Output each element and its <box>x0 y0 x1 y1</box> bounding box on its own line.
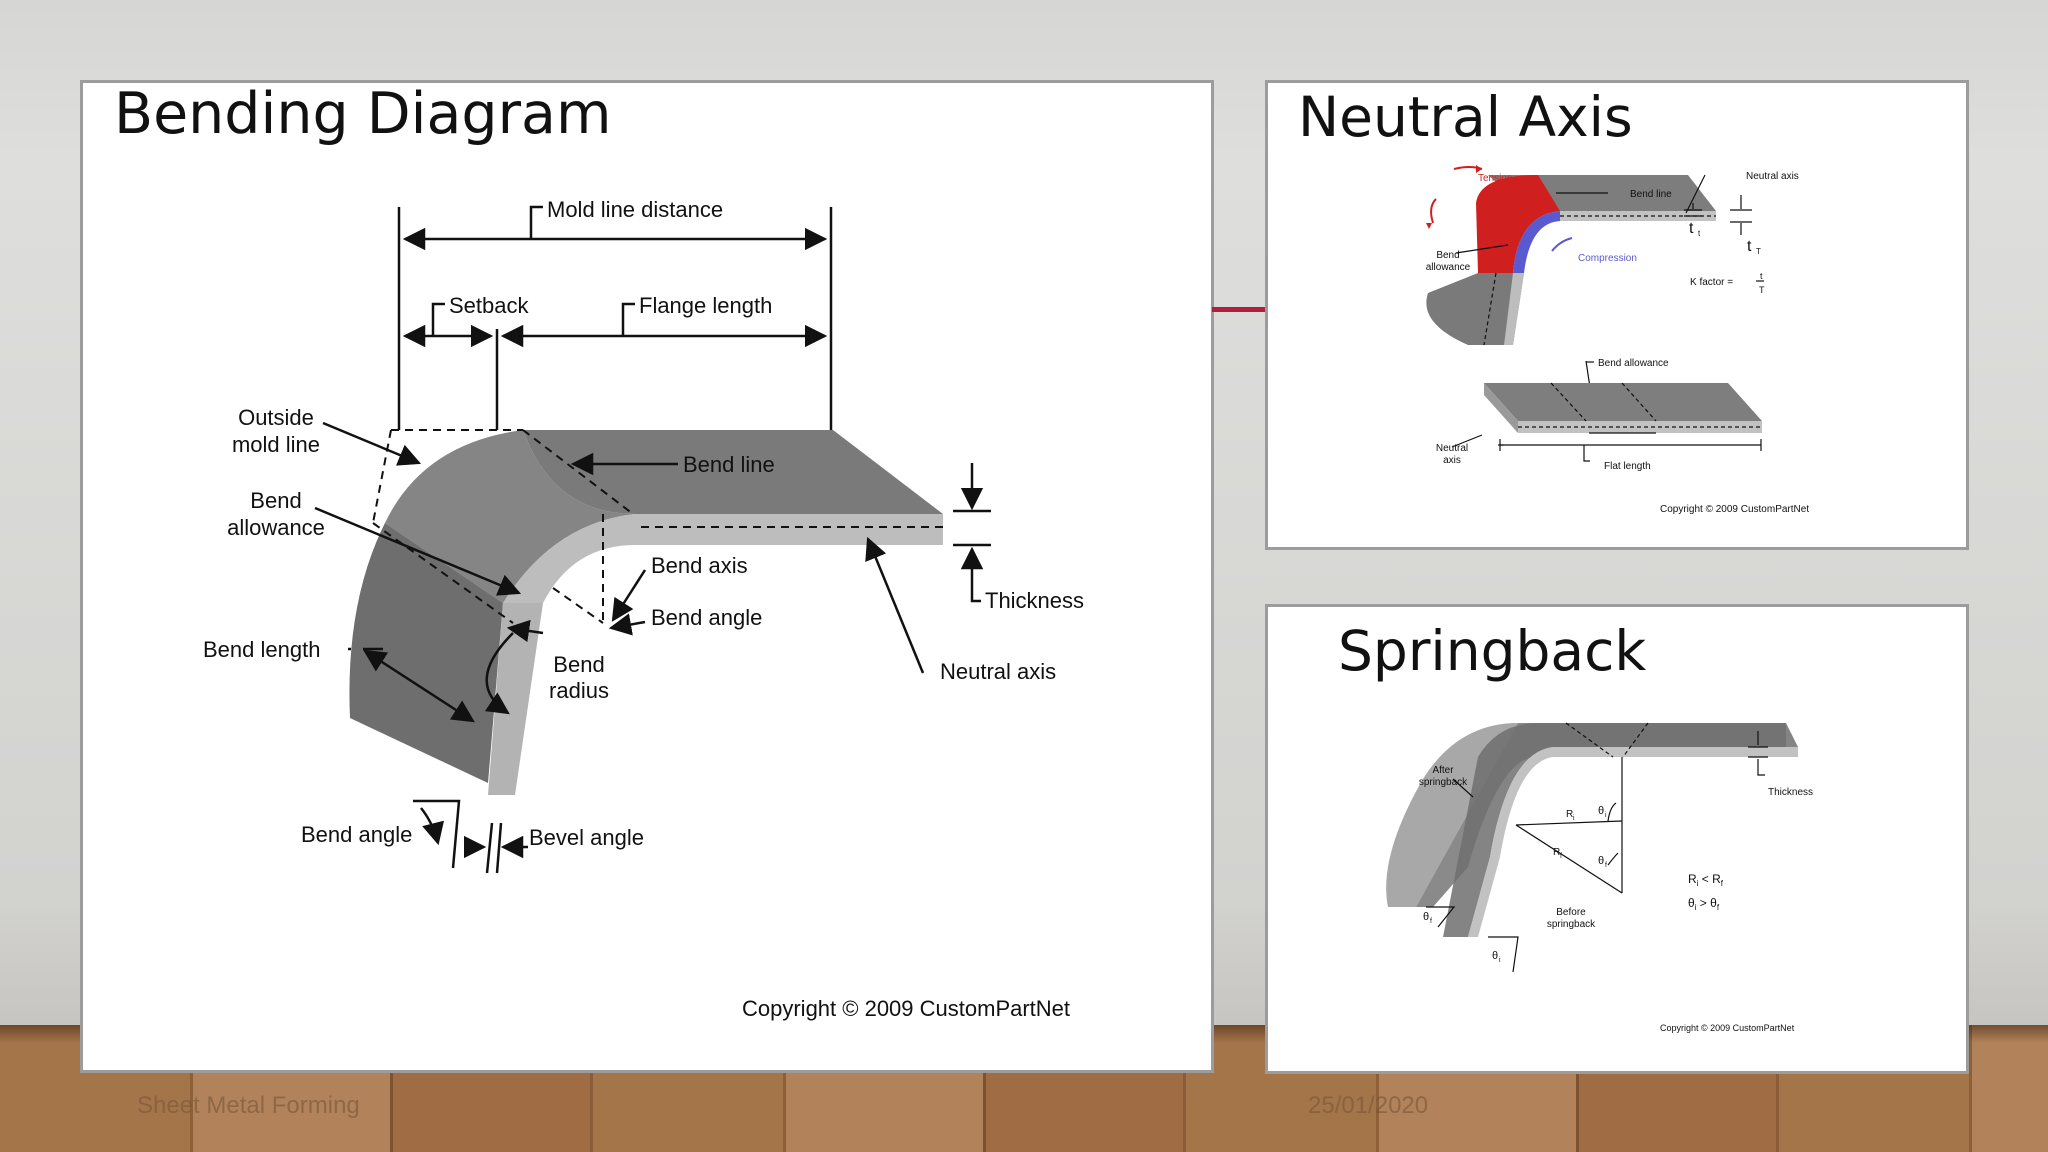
sb-label-rel1: Ri < Rf <box>1688 872 1724 888</box>
na-label-bend-line: Bend line <box>1630 189 1672 200</box>
sb-label-thickness: Thickness <box>1768 787 1813 798</box>
sb-label-theta-i-bottom: θ <box>1492 950 1498 962</box>
na-label-t-small: t <box>1689 220 1694 237</box>
sb-label-theta-f-left: θ <box>1423 911 1429 923</box>
neutral-axis-figure: Tension Bend line Neutral axis Bend allo… <box>1426 165 1809 515</box>
neutral-axis-title: Neutral Axis <box>1298 85 1633 149</box>
label-thickness: Thickness <box>985 588 1084 613</box>
label-bend-angle: Bend angle <box>651 605 762 630</box>
flange-top-bend <box>385 430 635 603</box>
na-label-t-big: t <box>1747 238 1752 255</box>
label-bend-radius-2: radius <box>549 678 609 703</box>
label-bend-allowance-1: Bend <box>250 488 301 513</box>
springback-copyright: Copyright © 2009 CustomPartNet <box>1660 1023 1795 1033</box>
sb-label-theta-f: θ <box>1598 855 1604 867</box>
label-outside-mold-line-1: Outside <box>238 405 314 430</box>
label-bend-allowance-2: allowance <box>227 515 325 540</box>
sb-label-theta-i-bottom-sub: i <box>1499 957 1501 964</box>
na-label-neutral-axis: Neutral axis <box>1746 171 1799 182</box>
springback-panel: Springback After springback Thickness R … <box>1265 604 1969 1074</box>
na-label-k-factor: K factor = <box>1690 277 1733 288</box>
sb-label-rf: R <box>1553 847 1560 858</box>
na-label-t-big-sub: T <box>1756 247 1761 256</box>
na-label-t-small-sub: t <box>1698 229 1701 238</box>
label-neutral-axis: Neutral axis <box>940 659 1056 684</box>
springback-figure: After springback Thickness R i R f θ i θ… <box>1386 722 1813 1033</box>
bending-diagram-figure: Mold line distance Setback Flange length… <box>203 197 1084 1021</box>
neutral-copyright: Copyright © 2009 CustomPartNet <box>1660 504 1809 515</box>
footer-date: 25/01/2020 <box>1308 1092 1429 1119</box>
na-label-neutral-axis-flat-2: axis <box>1443 455 1461 466</box>
na-label-bend-allowance-1: Bend <box>1436 250 1459 261</box>
sb-label-theta-f-left-sub: f <box>1430 918 1432 925</box>
na-label-compression: Compression <box>1578 253 1637 264</box>
bending-diagram-title: Bending Diagram <box>114 81 612 147</box>
label-outside-mold-line-2: mold line <box>232 432 320 457</box>
label-bevel-angle: Bevel angle <box>529 825 644 850</box>
label-bend-radius-1: Bend <box>553 652 604 677</box>
connector-line <box>1212 307 1266 312</box>
flange-side-face <box>503 514 943 603</box>
bending-diagram-panel: Bending Diagram <box>80 80 1214 1073</box>
sb-label-rf-sub: f <box>1560 853 1562 860</box>
label-flange-length: Flange length <box>639 293 772 318</box>
na-label-bend-allowance-flat: Bend allowance <box>1598 358 1669 369</box>
na-label-flat-length: Flat length <box>1604 461 1651 472</box>
sb-label-ri-sub: i <box>1573 815 1575 822</box>
footer-left: Sheet Metal Forming <box>137 1092 360 1119</box>
label-bend-length: Bend length <box>203 637 320 662</box>
sb-label-ri: R <box>1566 809 1573 820</box>
label-setback: Setback <box>449 293 529 318</box>
bending-copyright: Copyright © 2009 CustomPartNet <box>742 996 1070 1021</box>
sb-label-theta-i-sub: i <box>1605 812 1607 819</box>
label-mold-line-distance: Mold line distance <box>547 197 723 222</box>
springback-title: Springback <box>1338 619 1647 683</box>
na-label-tension: Tension <box>1478 173 1512 184</box>
sb-label-before-2: springback <box>1547 919 1596 930</box>
label-bend-line: Bend line <box>683 452 775 477</box>
na-label-k-den: T <box>1759 285 1765 295</box>
bend-edge-face <box>488 603 543 795</box>
sb-label-theta-f-sub: f <box>1605 862 1607 869</box>
sb-label-after-1: After <box>1432 765 1454 776</box>
neutral-axis-panel: Neutral Axis <box>1265 80 1969 550</box>
sb-label-before-1: Before <box>1556 907 1586 918</box>
label-bend-axis: Bend axis <box>651 553 748 578</box>
sb-label-after-2: springback <box>1419 777 1468 788</box>
na-label-k-num: t <box>1760 271 1763 281</box>
label-bend-angle-bottom: Bend angle <box>301 822 412 847</box>
flange-top-surface <box>523 430 943 514</box>
sb-label-theta-i: θ <box>1598 805 1604 817</box>
na-label-neutral-axis-flat-1: Neutral <box>1436 443 1468 454</box>
na-label-bend-allowance-2: allowance <box>1426 262 1471 273</box>
sb-label-rel2: θi > θf <box>1688 896 1720 912</box>
